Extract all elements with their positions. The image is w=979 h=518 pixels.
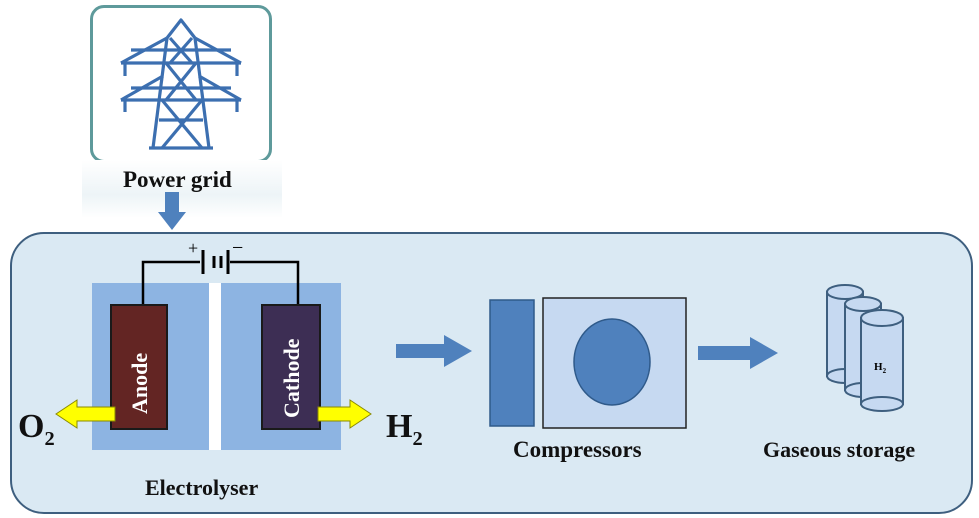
- oxygen-output-label: O2: [18, 408, 55, 450]
- anode-electrode: [110, 304, 168, 430]
- membrane: [209, 283, 221, 450]
- compressor-plate: [489, 299, 535, 427]
- cathode-label: Cathode: [279, 338, 304, 418]
- negative-terminal: −: [232, 237, 243, 259]
- gaseous-storage-label: Gaseous storage: [763, 437, 916, 462]
- power-feed-arrow: [158, 192, 186, 230]
- storage-tanks-icon: [826, 284, 904, 412]
- battery-icon: [201, 250, 230, 274]
- compressors-label: Compressors: [513, 437, 642, 462]
- tank-label: H2: [874, 361, 887, 375]
- compressor-rotor: [573, 318, 651, 406]
- positive-terminal: +: [188, 238, 198, 258]
- hydrogen-arrow: [317, 399, 372, 429]
- power-grid-box: [90, 5, 272, 163]
- transmission-tower-icon: [120, 18, 242, 150]
- cathode-electrode: [261, 304, 321, 430]
- flow-arrow-to-compressors: [396, 335, 472, 367]
- power-grid-reflection: [82, 160, 282, 218]
- anode-label: Anode: [127, 353, 152, 414]
- power-grid-label: Power grid: [123, 167, 232, 192]
- flow-arrow-to-storage: [698, 337, 778, 369]
- external-circuit: [141, 260, 300, 305]
- hydrogen-output-label: H2: [386, 408, 423, 450]
- electrolyser-label: Electrolyser: [145, 475, 259, 500]
- oxygen-arrow: [55, 399, 116, 429]
